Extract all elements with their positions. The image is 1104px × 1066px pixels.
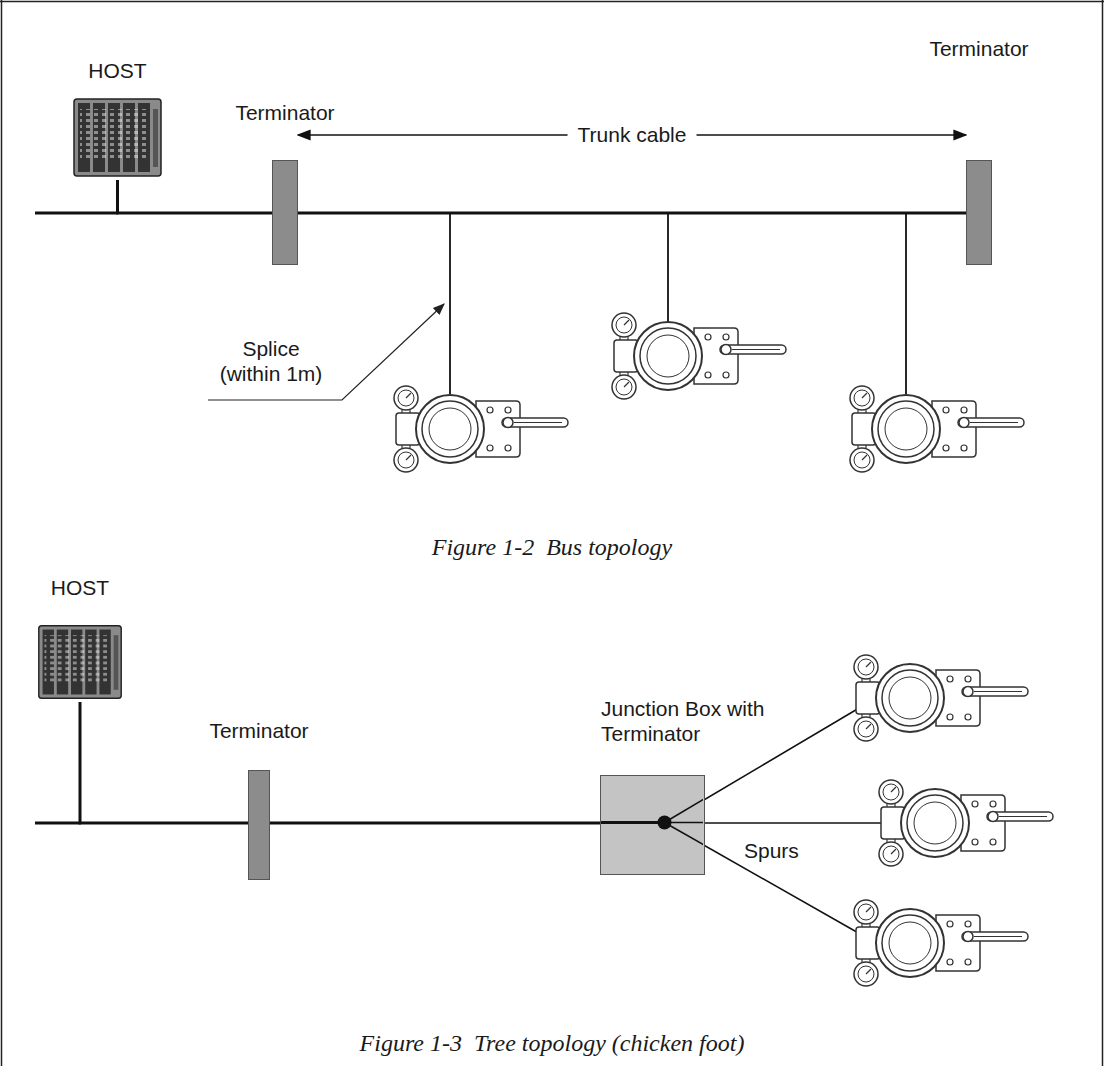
host-controller: HOST: [70, 95, 165, 180]
edge-label: Trunk cable: [568, 123, 697, 147]
node-label: HOST: [51, 575, 109, 600]
terminator: Terminator: [248, 770, 270, 880]
spur-wire: [665, 823, 876, 943]
spurs-label: Spurs: [744, 838, 824, 863]
trunk-stub: [35, 212, 118, 215]
terminator: Terminator: [272, 160, 298, 265]
host-rack-symbol: [74, 99, 161, 176]
valve-positioner: [854, 900, 1028, 986]
host-illustration: [35, 622, 125, 702]
node-label: HOST: [88, 58, 146, 83]
frame-line: [1, 0, 3, 1066]
node-label: Junction Box with Terminator: [601, 696, 783, 746]
trunk-wire: [601, 821, 665, 824]
figure-caption: Figure 1-3 Tree topology (chicken foot): [0, 1030, 1104, 1057]
host-controller: HOST: [35, 622, 125, 702]
valve-positioner: [850, 386, 1024, 472]
frame-line: [1102, 0, 1104, 1066]
host-illustration: [70, 95, 165, 180]
trunk-cable: [118, 180, 273, 213]
junction-wiring: [601, 776, 703, 873]
spur-wire: [665, 776, 704, 823]
valve-positioner: [394, 386, 568, 472]
splice-note: Splice (within 1m): [210, 336, 332, 386]
frame-line: [0, 1, 1104, 3]
figure-caption: Figure 1-2 Bus topology: [0, 534, 1104, 561]
trunk-cable: [298, 212, 966, 215]
valve-positioner: [854, 655, 1028, 741]
node-label: Terminator: [209, 718, 308, 743]
host-rack-symbol: [39, 626, 121, 698]
spur-wire: [665, 823, 704, 874]
node-label: Terminator: [235, 100, 334, 125]
trunk-cable: [270, 822, 600, 825]
junction-dot: [658, 816, 672, 830]
node-label: Terminator: [929, 36, 1028, 61]
valve-positioner: [879, 780, 1053, 866]
drop-wire: [449, 213, 451, 396]
terminator: Terminator: [966, 160, 992, 265]
drop-wire: [667, 213, 669, 323]
trunk-stub: [35, 822, 81, 825]
junction-box: Junction Box with Terminator: [600, 775, 705, 875]
drop-wire: [905, 213, 907, 396]
valve-positioner: [612, 313, 786, 399]
